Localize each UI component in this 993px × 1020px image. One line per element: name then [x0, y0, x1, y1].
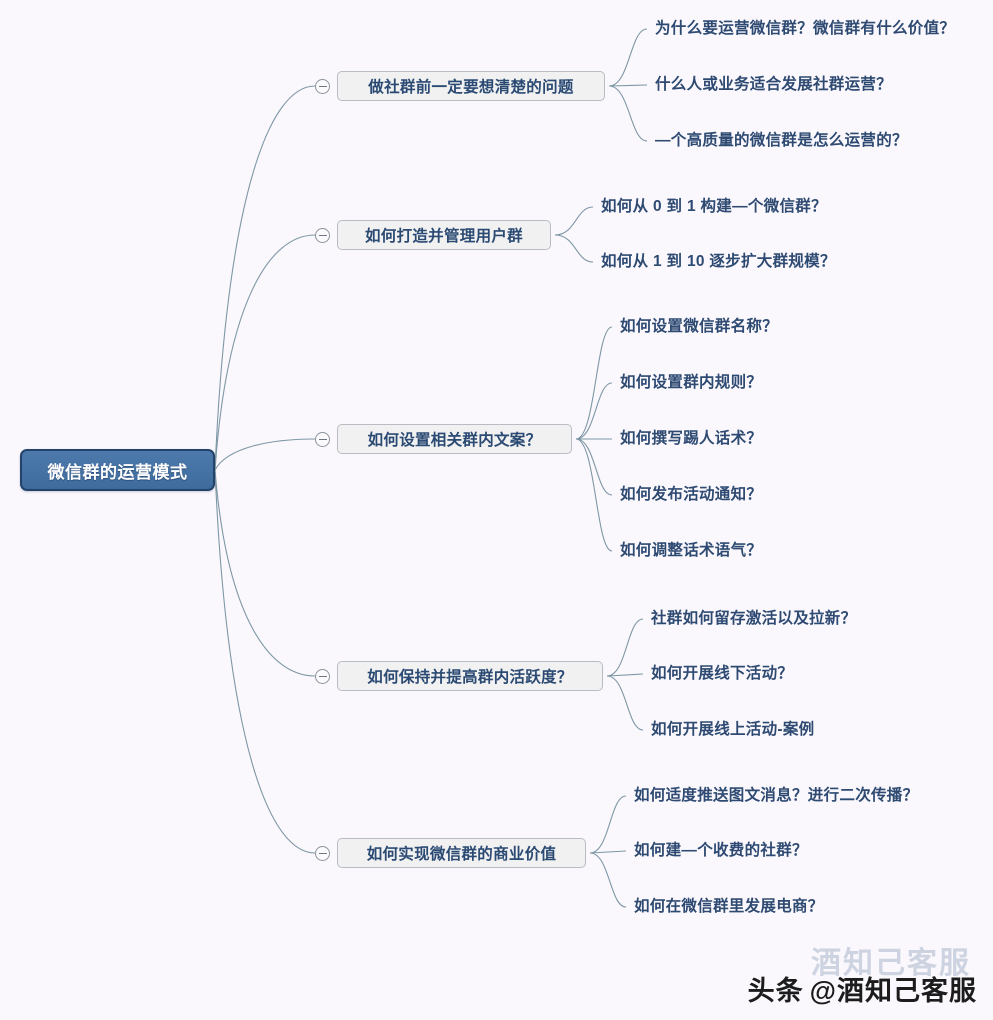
branch-node[interactable]: 如何保持并提高群内活跃度？	[337, 661, 603, 691]
leaf-connector	[575, 438, 613, 496]
root-node-label: 微信群的运营模式	[47, 462, 188, 482]
leaf-connector	[575, 326, 613, 440]
root-node[interactable]: 微信群的运营模式	[20, 449, 215, 491]
branch-node[interactable]: 做社群前一定要想清楚的问题	[337, 71, 605, 101]
leaf-connector	[589, 795, 627, 854]
leaf-node[interactable]: 如何从 1 到 10 逐步扩大群规模？	[601, 253, 836, 270]
leaf-connector	[606, 618, 644, 677]
leaf-node[interactable]: 如何设置微信群名称？	[620, 318, 779, 335]
leaf-connector	[589, 852, 627, 908]
branch-connector	[214, 234, 316, 471]
minus-circle-icon[interactable]	[315, 668, 330, 684]
branch-node-label: 如何设置相关群内文案？	[367, 432, 542, 449]
minus-circle-icon[interactable]	[315, 227, 330, 243]
leaf-connector	[554, 234, 594, 263]
watermark-platform-label: 头条	[747, 976, 804, 1006]
leaf-node[interactable]: 如何建—个收费的社群？	[634, 842, 808, 859]
leaf-node[interactable]: 为什么要运营微信群？微信群有什么价值？	[655, 20, 956, 37]
branch-node[interactable]: 如何实现微信群的商业价值	[337, 838, 586, 868]
minus-circle-icon[interactable]	[315, 431, 330, 447]
leaf-node[interactable]: 如何适度推送图文消息？进行二次传播？	[634, 787, 919, 804]
branch-node-label: 做社群前一定要想清楚的问题	[368, 79, 574, 96]
leaf-node[interactable]: 如何发布活动通知？	[620, 486, 763, 503]
leaf-connector	[575, 382, 613, 440]
branch-node[interactable]: 如何设置相关群内文案？	[337, 424, 572, 454]
branch-connector	[214, 85, 316, 471]
leaf-node[interactable]: —个高质量的微信群是怎么运营的？	[655, 132, 908, 149]
leaf-connector	[589, 850, 627, 854]
branch-node-label: 如何保持并提高群内活跃度？	[367, 669, 573, 686]
branch-connector	[214, 469, 316, 677]
leaf-connector	[554, 206, 594, 236]
leaf-connector	[575, 438, 613, 552]
leaf-node[interactable]: 如何开展线上活动-案例	[651, 721, 815, 738]
leaf-connector	[606, 673, 644, 677]
watermark-account-handle: @酒知己客服	[809, 976, 977, 1006]
leaf-node[interactable]: 什么人或业务适合发展社群运营？	[655, 76, 893, 93]
leaf-connector	[608, 84, 648, 87]
minus-circle-icon[interactable]	[315, 845, 330, 861]
leaf-node[interactable]: 如何设置群内规则？	[620, 374, 763, 391]
leaf-node[interactable]: 如何调整话术语气？	[620, 542, 763, 559]
watermark: 头条 @酒知己客服	[748, 969, 977, 1008]
leaf-connector	[608, 28, 648, 87]
branch-connector	[214, 469, 316, 854]
leaf-node[interactable]: 如何从 0 到 1 构建—个微信群？	[601, 198, 827, 215]
leaf-node[interactable]: 如何在微信群里发展电商？	[634, 898, 824, 915]
branch-node-label: 如何打造并管理用户群	[364, 228, 523, 245]
leaf-node[interactable]: 如何撰写踢人话术？	[620, 430, 763, 447]
leaf-node[interactable]: 如何开展线下活动？	[651, 665, 794, 682]
leaf-connector	[608, 85, 648, 142]
watermark-ghost-text: 酒知己客服	[811, 947, 971, 980]
leaf-connector	[606, 675, 644, 731]
leaf-node[interactable]: 社群如何留存激活以及拉新？	[651, 610, 857, 627]
branch-node-label: 如何实现微信群的商业价值	[366, 846, 557, 863]
branch-node[interactable]: 如何打造并管理用户群	[337, 220, 551, 250]
minus-circle-icon[interactable]	[315, 78, 330, 94]
branch-connector	[214, 438, 316, 471]
